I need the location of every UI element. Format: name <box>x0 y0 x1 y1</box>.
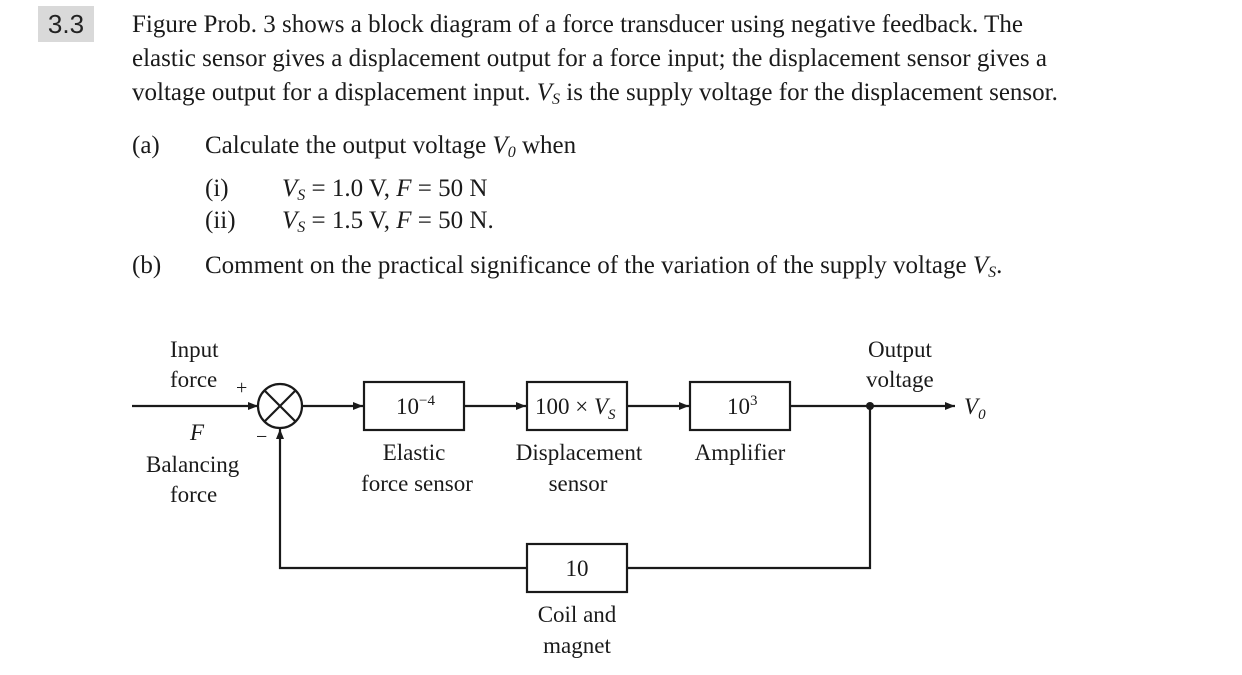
subpart-ii-label: (ii) <box>205 207 236 234</box>
problem-number: 3.3 <box>38 6 94 42</box>
force-variable: F <box>189 420 205 445</box>
output-label-2: voltage <box>866 367 934 392</box>
minus-sign: − <box>256 426 267 448</box>
input-label-1: Input <box>170 337 219 362</box>
amplifier-gain: 103 <box>727 393 758 419</box>
output-label-1: Output <box>868 337 933 362</box>
output-variable: V0 <box>964 394 986 423</box>
part-b-text: Comment on the practical significance of… <box>205 252 1003 281</box>
elastic-label-1: Elastic <box>383 440 446 465</box>
intro-line-2: elastic sensor gives a displacement outp… <box>132 45 1048 72</box>
displacement-label-2: sensor <box>549 471 608 496</box>
feedback-gain: 10 <box>566 556 589 581</box>
balancing-label-1: Balancing <box>146 452 240 477</box>
balancing-label-2: force <box>170 482 217 507</box>
feedback-label-2: magnet <box>543 633 611 658</box>
displacement-gain: 100 × VS <box>535 394 616 423</box>
input-label-2: force <box>170 367 217 392</box>
feedback-line-left <box>276 429 527 570</box>
elastic-gain: 10−4 <box>396 393 435 419</box>
part-b-label: (b) <box>132 252 162 279</box>
elastic-label-2: force sensor <box>361 471 473 496</box>
subpart-ii-text: VS = 1.5 V, F = 50 N. <box>282 207 494 236</box>
part-a-text: Calculate the output voltage V0 when <box>205 132 577 161</box>
amplifier-label: Amplifier <box>695 440 786 465</box>
takeoff-point <box>866 402 874 410</box>
intro-line-3: voltage output for a displacement input.… <box>132 79 1058 108</box>
intro-line-1: Figure Prob. 3 shows a block diagram of … <box>132 11 1023 38</box>
displacement-label-1: Displacement <box>516 440 643 465</box>
subpart-i-text: VS = 1.0 V, F = 50 N <box>282 175 488 204</box>
feedback-label-1: Coil and <box>538 602 617 627</box>
subpart-i-label: (i) <box>205 175 229 202</box>
feedback-line-right <box>627 406 872 570</box>
part-a-label: (a) <box>132 132 160 159</box>
problem-statement: Figure Prob. 3 shows a block diagram of … <box>132 8 1172 117</box>
plus-sign: + <box>236 377 247 399</box>
